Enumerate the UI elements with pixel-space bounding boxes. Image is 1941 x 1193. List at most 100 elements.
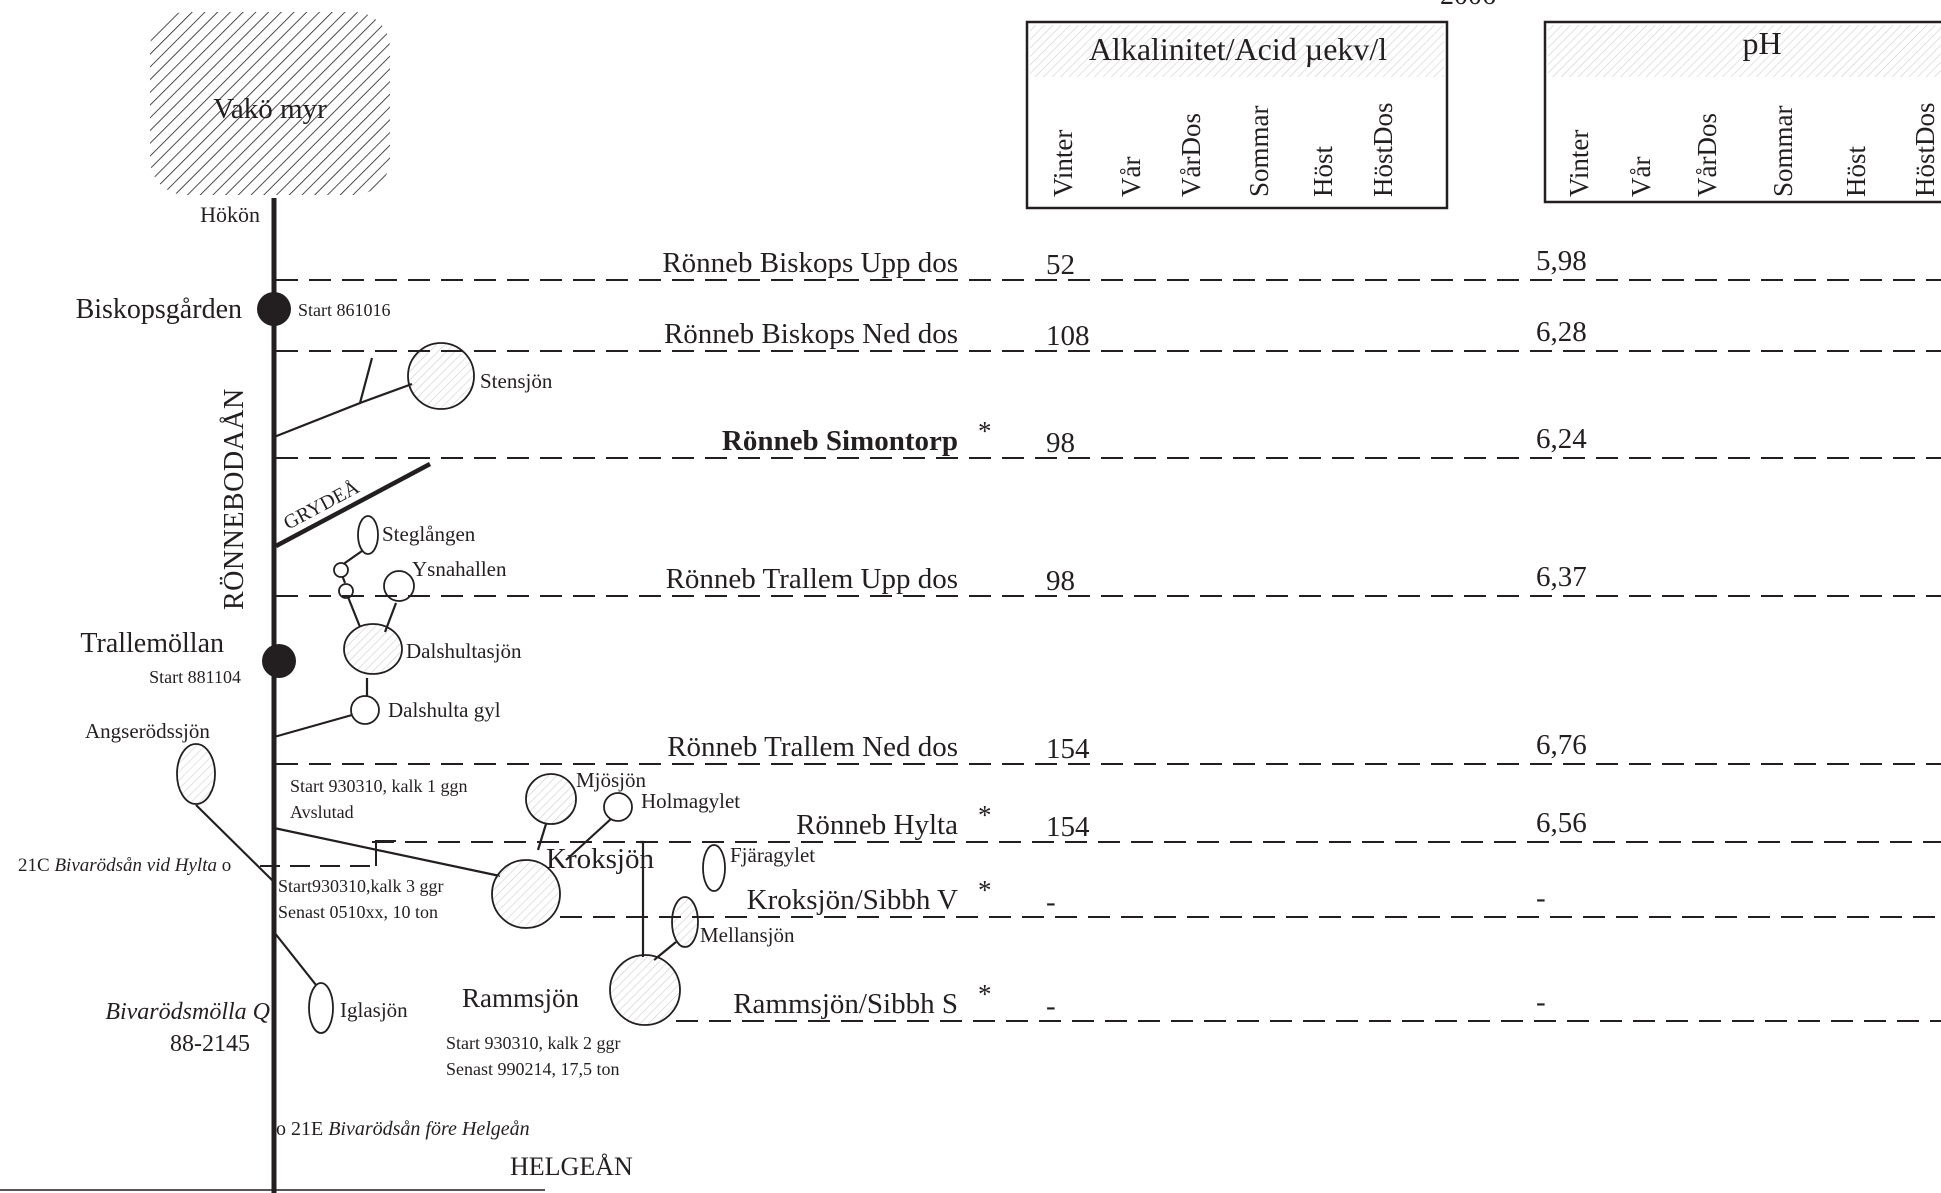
vako-myr-bog [150,12,390,195]
fjaragylet-lake [702,844,726,892]
station-name: Rönneb Trallem Upp dos [666,563,958,595]
ph-value: - [1536,882,1546,914]
dalshultasjon-to-small-pond [346,596,362,628]
stensjon-lake [407,342,475,410]
alkalinity-column-0: Vinter [1048,130,1078,197]
alkalinity-column-3: Sommar [1244,105,1274,197]
ph-value: 6,76 [1536,729,1587,761]
small-pond-upper [333,562,349,578]
mjosjon-lake [525,773,577,825]
biskopsgarden-start: Start 861016 [298,300,391,320]
kroksjon-lake [491,859,561,929]
biskopsgarden-label: Biskopsgården [76,294,242,325]
ph-value: 6,56 [1536,807,1587,839]
station-star: * [978,875,992,905]
iglasjon-lake [308,982,334,1034]
angserodssjon-stream [195,804,275,883]
station-21e-label: o 21E Bivarödsån före Helgeån [276,1118,530,1140]
kroksjon-senast: Senast 0510xx, 10 ton [278,902,438,922]
steglangen-link [341,550,363,566]
ph-value: 5,98 [1536,245,1587,277]
alkalinity-title: Alkalinitet/Acid µekv/l [1089,31,1387,67]
grydea-stream [274,462,432,548]
station-name: Rammsjön/Sibbh S [733,988,958,1020]
kroksjon-avslutad: Avslutad [290,802,354,822]
trallemollan-label: Trallemöllan [80,628,224,659]
dalshulta-gyl-label: Dalshulta gyl [388,698,501,722]
angserodssjon-label: Angserödssjön [85,719,210,743]
year-label: 2006 [1440,0,1496,11]
alkalinity-column-4: Höst [1308,145,1338,197]
ysnahallen-lake [383,570,415,602]
station-21c-label: 21C Bivarödsån vid Hylta o [18,855,231,876]
alkalinity-value: 154 [1046,811,1090,843]
station-name: Rönneb Trallem Ned dos [667,731,958,763]
dalshultasjon-lake [343,623,403,675]
ph-title-band [1548,25,1941,77]
ph-table-header: pH Vinter Vår VårDos Sommar Höst HöstDos [1543,20,1941,204]
alkalinity-value: 154 [1046,733,1090,765]
river-name-vertical: RÖNNEBODAÅN [219,388,250,610]
rammsjon-senast: Senast 990214, 17,5 ton [446,1059,620,1079]
alkalinity-column-2: VårDos [1176,113,1206,197]
kroksjon-outflow [273,826,501,878]
alkalinity-value: 108 [1046,320,1090,352]
mellansjon-label: Mellansjön [700,923,795,947]
station-name: Rönneb Simontorp [722,425,958,457]
rammsjon-label: Rammsjön [462,983,580,1013]
ph-column-5: HöstDos [1910,102,1940,197]
steglangen-lake [357,515,379,555]
ph-column-0: Vinter [1564,130,1594,197]
station-name: Kroksjön/Sibbh V [747,884,958,916]
kroksjon-start2: Start930310,kalk 3 ggr [278,876,443,896]
small-pond-lower [338,583,354,599]
trallemollan-dosing-point [262,644,296,678]
iglasjon-label: Iglasjön [340,998,408,1022]
dalshulta-gyl-lake [350,695,380,725]
helgean-label: HELGEÅN [510,1152,633,1181]
rammsjon-start: Start 930310, kalk 2 ggr [446,1033,620,1053]
alkalinity-column-5: HöstDos [1368,102,1398,197]
fjaragylet-label: Fjäragylet [730,843,815,867]
station-name: Rönneb Biskops Upp dos [662,247,958,279]
ph-value: 6,37 [1536,561,1587,593]
mjosjon-label: Mjösjön [576,768,647,792]
holmagylet-lake [603,792,633,822]
dalshultasjon-label: Dalshultasjön [406,639,522,663]
alkalinity-value: - [1046,990,1056,1022]
station-star: * [978,979,992,1009]
rammsjon-lake [609,954,681,1026]
biskopsgarden-dosing-point [257,292,291,326]
station-name: Rönneb Hylta [796,809,958,841]
station-star: * [978,416,992,446]
stensjon-label: Stensjön [480,369,553,393]
ph-value: - [1536,986,1546,1018]
station-star: * [978,800,992,830]
angserodssjon-lake [176,743,216,805]
iglasjon-stream [273,931,317,986]
ph-value: 6,28 [1536,316,1587,348]
stensjon-link [359,382,413,405]
alkalinity-title-band [1030,25,1444,77]
ph-title: pH [1742,25,1781,61]
alkalinity-value: 98 [1046,427,1075,459]
mellansjon-lake [671,896,699,948]
ysnahallen-label: Ysnahallen [412,557,507,581]
ph-column-1: Vår [1626,157,1656,197]
ph-column-2: VårDos [1692,113,1722,197]
dalshulta-gyl-stream [273,713,353,739]
kroksjon-label: Kroksjön [546,843,654,875]
station-name: Rönneb Biskops Ned dos [664,318,958,350]
ph-column-4: Höst [1841,145,1871,197]
alkalinity-value: 52 [1046,249,1075,281]
alkalinity-value: 98 [1046,565,1075,597]
ph-column-3: Sommar [1768,105,1798,197]
alkalinity-header-box [1025,20,1449,210]
kroksjon-start1: Start 930310, kalk 1 ggn [290,776,468,796]
holmagylet-link [565,817,613,861]
ph-header-box [1543,20,1941,204]
bivarodsmolla-code: 88-2145 [170,1031,250,1057]
ph-value: 6,24 [1536,423,1587,455]
